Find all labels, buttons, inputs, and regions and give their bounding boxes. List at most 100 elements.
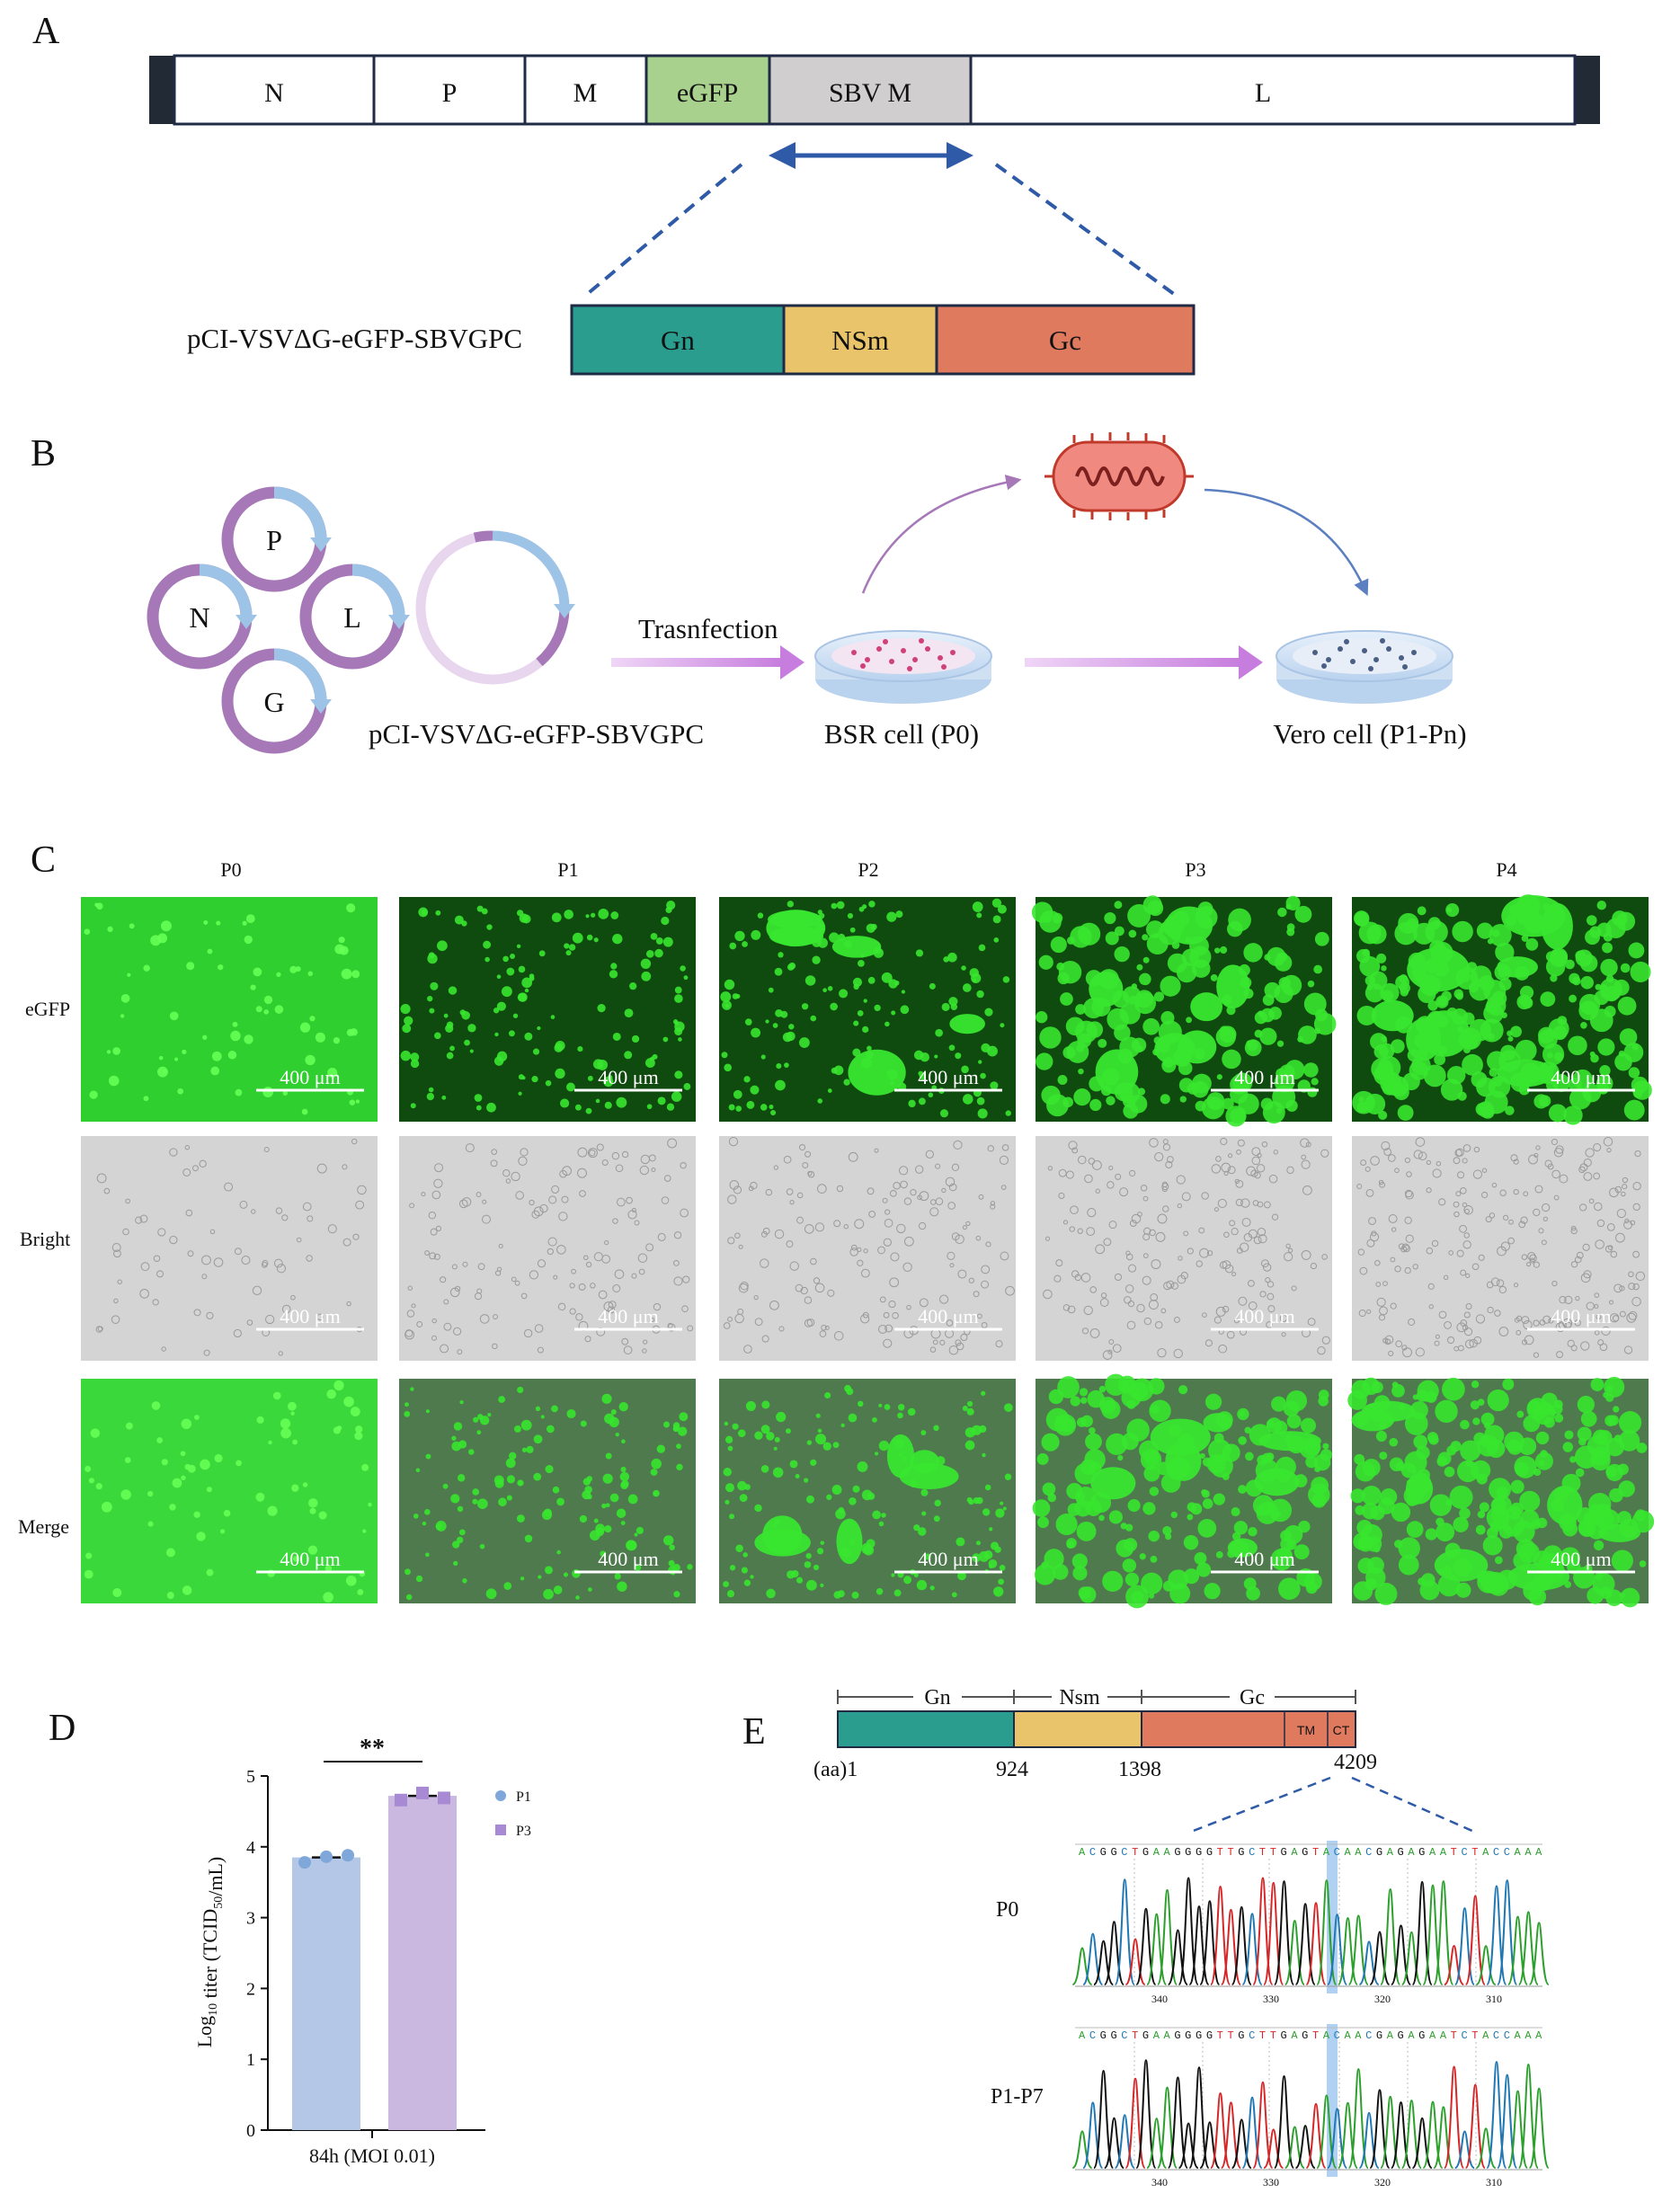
trace-peak — [1093, 2070, 1115, 2169]
y-tick-label: 1 — [246, 2050, 255, 2070]
plasmid-p: P — [221, 486, 332, 592]
construct-label-gn: Gn — [661, 324, 695, 356]
zoom-line-e-left — [1190, 1776, 1331, 1834]
trace-peak — [1444, 2065, 1465, 2169]
construct-label-nsm: NSm — [831, 324, 889, 356]
panel-a: A N P M eGFP SBV M L pCI-VSVΔG-eGFP-SBVG… — [32, 11, 1600, 376]
column-header-p2: P2 — [858, 858, 878, 881]
panel-e-label: E — [742, 1711, 766, 1753]
scale-bar-label: 400 μm — [1551, 1548, 1611, 1570]
plasmid-l: L — [299, 564, 410, 670]
construct-label-gc: Gc — [1049, 324, 1081, 356]
legend-marker-p3 — [495, 1825, 506, 1835]
micrograph-egfp-p3: 400 μm — [1031, 895, 1337, 1127]
plasmid-n: N — [147, 564, 257, 670]
panel-d-label: D — [49, 1708, 76, 1749]
trace-peak — [1517, 2063, 1539, 2169]
y-tick-label: 2 — [246, 1979, 255, 1999]
row-label-egfp: eGFP — [25, 998, 70, 1020]
plasmid-label-g: G — [263, 686, 284, 718]
genome-left-end — [149, 56, 174, 124]
micrograph-merge-p4: 400 μm — [1347, 1376, 1655, 1608]
position-label-start: (aa)1 — [813, 1758, 858, 1781]
transfection-arrow-shaft — [611, 658, 782, 667]
chromatogram-tick-label: 320 — [1374, 1993, 1391, 2005]
dish-bsr-label: BSR cell (P0) — [824, 718, 979, 750]
trace-peak — [1114, 1878, 1135, 1985]
genome-label-p: P — [442, 78, 458, 108]
dish-vero-label: Vero cell (P1-Pn) — [1273, 718, 1466, 750]
scale-bar-label: 400 μm — [598, 1066, 658, 1088]
chromatogram-tick-label: 340 — [1151, 2176, 1168, 2189]
trace-peak — [1433, 1880, 1454, 1985]
construct-name: pCI-VSVΔG-eGFP-SBVGPC — [187, 323, 522, 354]
mutation-highlight — [1327, 2024, 1338, 2177]
domain-label-gc: Gc — [1240, 1686, 1265, 1709]
chromatogram-tick-label: 320 — [1374, 2176, 1391, 2189]
micrograph-egfp-p2: 400 μm — [719, 897, 1016, 1122]
legend-label-p3: P3 — [516, 1824, 531, 1839]
micrograph-merge-p2: 400 μm — [719, 1379, 1016, 1603]
plasmid-g: G — [221, 648, 332, 754]
legend-marker-p1 — [495, 1790, 506, 1801]
trace-peak — [1528, 1922, 1550, 1985]
trace-peak — [1273, 2074, 1295, 2169]
bar-p1 — [292, 1857, 360, 2130]
chromatogram-tick-label: 310 — [1486, 2176, 1502, 2189]
construct-gene-gc — [935, 304, 1196, 376]
trace-peak — [1273, 1880, 1295, 1985]
plasmid-construct-label: pCI-VSVΔG-eGFP-SBVGPC — [369, 718, 704, 750]
passage-arrow-shaft — [1025, 658, 1240, 667]
trace-peak — [1444, 1944, 1465, 1985]
panel-b: B P N L G — [31, 432, 1467, 754]
trace-peak — [1167, 2076, 1188, 2169]
trace-peak — [1475, 1945, 1497, 1985]
micrograph-egfp-p1: 400 μm — [399, 897, 696, 1122]
trace-peak — [1210, 1885, 1231, 1985]
passage-arrow-head — [1239, 645, 1263, 679]
panel-c-label: C — [31, 839, 56, 881]
panel-b-label: B — [31, 433, 56, 475]
chromatogram-label-p0: P0 — [996, 1898, 1018, 1922]
zoom-line-right — [994, 163, 1179, 298]
transfection-arrow-head — [780, 645, 804, 679]
position-label-1398: 1398 — [1118, 1758, 1161, 1781]
scale-bar-label: 400 μm — [1551, 1305, 1611, 1327]
position-label-924: 924 — [996, 1758, 1028, 1781]
scale-bar-label: 400 μm — [918, 1305, 978, 1327]
chromatogram-label-p1p7: P1-P7 — [991, 2085, 1044, 2109]
data-point-p3 — [438, 1791, 450, 1805]
chromatogram-tick-label: 310 — [1486, 1993, 1502, 2005]
trace-peak — [1252, 2081, 1274, 2169]
domain-label-gn: Gn — [924, 1686, 950, 1709]
legend-label-p1: P1 — [516, 1789, 531, 1805]
genome-label-sbvm: SBV M — [829, 78, 911, 108]
column-header-p1: P1 — [557, 858, 578, 881]
genome-label-egfp: eGFP — [677, 78, 738, 108]
micrograph-bright-p1: 400 μm — [399, 1136, 696, 1361]
micrograph-bright-p0: 400 μm — [81, 1136, 378, 1361]
dish-vero — [1276, 630, 1453, 704]
panel-e: E Gn Nsm Gc TM CT (aa)1 924 1398 4209 — [742, 1686, 1550, 2189]
trace-peak — [1347, 2068, 1369, 2169]
panel-a-label: A — [32, 11, 60, 52]
column-header-p0: P0 — [220, 858, 241, 881]
virion-icon — [1044, 432, 1194, 520]
zoom-line-left — [582, 163, 743, 298]
micrograph-merge-p1: 400 μm — [399, 1379, 696, 1603]
trace-peak — [1347, 1914, 1369, 1985]
scale-bar-label: 400 μm — [918, 1548, 978, 1570]
mutation-highlight — [1327, 1841, 1338, 1993]
trace-peak — [1082, 1932, 1104, 1985]
subdomain-label-ct: CT — [1333, 1723, 1350, 1737]
genome-label-l: L — [1255, 78, 1271, 108]
micrograph-egfp-p4: 400 μm — [1352, 894, 1652, 1125]
row-label-bright: Bright — [20, 1228, 70, 1250]
curve-arrow-release — [861, 475, 1022, 594]
vsv-genome-map: N P M eGFP SBV M L — [149, 54, 1600, 126]
